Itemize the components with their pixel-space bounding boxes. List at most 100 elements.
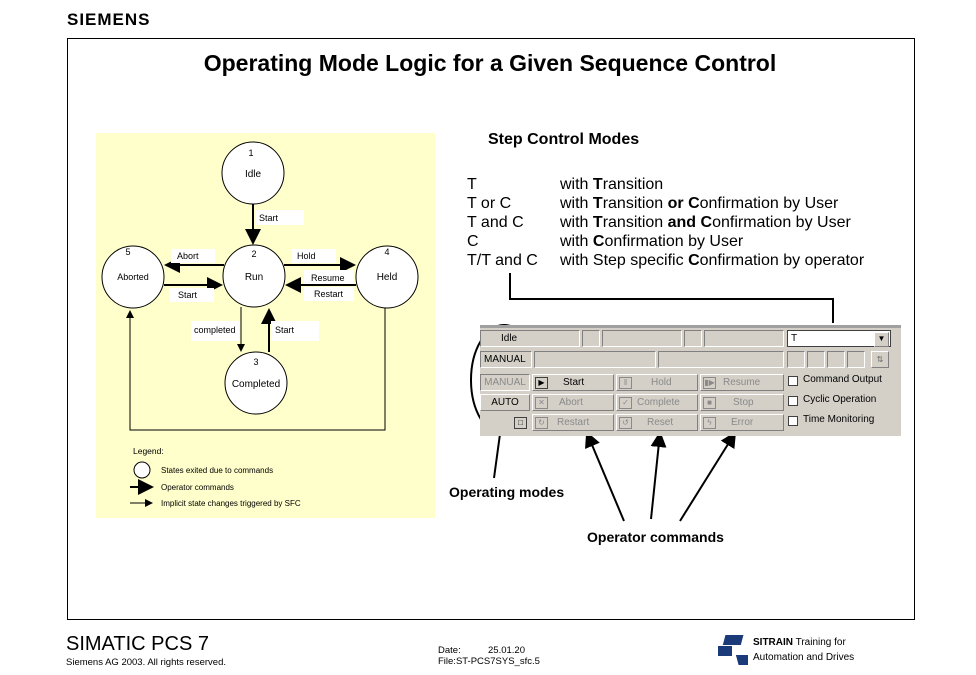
state-display-value: Idle <box>501 333 518 344</box>
auto-button[interactable]: AUTO <box>480 394 530 411</box>
mode-display-value: MANUAL <box>484 354 526 365</box>
label-bg-start-top <box>256 210 304 225</box>
state-number-idle: 1 <box>248 148 253 158</box>
siemens-logo: SIEMENS <box>67 10 151 29</box>
step-mode-description: with Step specific Confirmation by opera… <box>560 252 864 270</box>
label-bg-start-bottom <box>271 321 319 341</box>
step-mode-desc-segment: with Step specific <box>560 252 689 269</box>
step-mode-desc-segment: onfirmation by User <box>699 195 839 212</box>
command-restart: Restart <box>314 289 344 299</box>
step-mode-desc-segment: onfirmation by User <box>712 214 851 231</box>
state-circle-held <box>355 245 419 309</box>
hold-button[interactable]: ‖ Hold <box>616 374 698 391</box>
step-mode-desc-segment: with <box>560 195 593 212</box>
mode-field-cell-2 <box>534 351 656 368</box>
sort-icon[interactable]: ⇅ <box>871 351 889 368</box>
state-circle-aborted <box>101 245 165 309</box>
sfc-faceplate: Idle T ▼ MANUAL ⇅ MANUAL ▶ Start ‖ Hold … <box>480 325 901 436</box>
manual-button[interactable]: MANUAL <box>480 374 530 391</box>
step-mode-desc-segment: C <box>700 214 713 231</box>
label-bg-hold <box>292 249 336 263</box>
legend-item-states: States exited due to commands <box>161 466 273 475</box>
command-output-label: Command Output <box>803 374 882 385</box>
hold-button-label: Hold <box>651 377 672 388</box>
step-mode-desc-segment: with <box>560 176 593 193</box>
step-mode-description: with Confirmation by User <box>560 233 743 251</box>
abort-button-label: Abort <box>559 397 583 408</box>
step-mode-abbr: T/T and C <box>467 252 538 269</box>
step-mode-desc-segment: onfirmation by operator <box>699 252 865 269</box>
stop-button-label: Stop <box>733 397 754 408</box>
step-mode-desc-segment: ransition <box>602 195 668 212</box>
command-output-checkbox[interactable] <box>788 376 798 386</box>
mode-field-cell-3 <box>658 351 784 368</box>
pointer-reset <box>650 431 667 520</box>
cyclic-operation-checkbox[interactable] <box>788 396 798 406</box>
reset-button-label: Reset <box>647 417 674 428</box>
state-number-held: 4 <box>384 247 389 257</box>
step-mode-abbr: C <box>467 233 479 250</box>
time-monitoring-checkbox[interactable] <box>788 416 798 426</box>
command-start-top: Start <box>259 213 279 223</box>
complete-button-label: Complete <box>637 397 680 408</box>
step-mode-abbr: T or C <box>467 195 512 212</box>
footer-date-value: 25.01.20 <box>488 645 525 656</box>
label-bg-abort <box>171 249 215 263</box>
resume-button[interactable]: ▮▶ Resume <box>700 374 784 391</box>
step-mode-description: with Transition <box>560 176 663 194</box>
step-mode-abbr: T and C <box>467 214 524 231</box>
dropdown-arrow-icon[interactable]: ▼ <box>874 332 889 347</box>
stop-button[interactable]: ■ Stop <box>700 394 784 411</box>
state-field-cell-3 <box>602 330 682 347</box>
complete-button[interactable]: ✓ Complete <box>616 394 698 411</box>
time-monitoring-label: Time Monitoring <box>803 414 875 425</box>
command-resume: Resume <box>311 273 345 283</box>
pointer-restart <box>585 431 625 522</box>
command-start-left: Start <box>178 290 198 300</box>
command-completed: completed <box>194 325 236 335</box>
start-button[interactable]: ▶ Start <box>532 374 614 391</box>
slide-title: Operating Mode Logic for a Given Sequenc… <box>203 50 777 76</box>
state-field-cell-2 <box>582 330 600 347</box>
step-mode-desc-segment: ransition <box>602 214 668 231</box>
state-number-aborted: 5 <box>125 247 130 257</box>
step-mode-desc-segment: T <box>592 195 603 212</box>
step-mode-desc-segment: onfirmation by User <box>604 233 744 250</box>
state-field-cell-4 <box>684 330 702 347</box>
state-diagram-svg: 1 Idle 2 Run 3 Completed 4 Held 5 Aborte… <box>101 141 419 508</box>
step-mode-desc-segment: C <box>592 233 605 250</box>
reset-button[interactable]: ↺ Reset <box>616 414 698 431</box>
step-mode-desc-segment: C <box>688 195 700 212</box>
footer-brand-suffix: Training for <box>793 637 846 648</box>
step-mode-abbr: T <box>467 176 477 193</box>
slide-frame <box>67 38 915 620</box>
step-mode-desc-segment: with <box>560 214 593 231</box>
state-number-run: 2 <box>251 249 256 259</box>
small-field-1 <box>787 351 805 368</box>
lock-icon[interactable]: □ <box>514 417 527 429</box>
state-circle-run <box>222 244 286 308</box>
pointer-operating-modes <box>493 433 501 479</box>
state-name-held: Held <box>377 272 398 283</box>
arrow-held-aborted <box>126 308 386 431</box>
error-button[interactable]: ϟ Error <box>700 414 784 431</box>
state-diagram: 1 Idle 2 Run 3 Completed 4 Held 5 Aborte… <box>96 133 435 518</box>
restart-icon: ↻ <box>535 417 548 429</box>
abort-button[interactable]: ✕ Abort <box>532 394 614 411</box>
state-name-completed: Completed <box>232 379 280 390</box>
command-hold: Hold <box>297 251 316 261</box>
footer-date-label: Date: <box>438 645 461 656</box>
step-mode-desc-segment: or <box>667 195 684 212</box>
mode-select[interactable]: T ▼ <box>787 330 891 347</box>
step-mode-desc-segment: and <box>667 214 697 231</box>
footer-brand-line2: Automation and Drives <box>753 652 855 663</box>
state-name-idle: Idle <box>245 169 262 180</box>
small-field-4 <box>847 351 865 368</box>
pause-icon: ‖ <box>619 377 632 389</box>
label-bg-restart <box>304 287 354 301</box>
footer-brand: SITRAIN Training for <box>753 637 846 648</box>
abort-icon: ✕ <box>535 397 548 409</box>
mode-display-field: MANUAL <box>480 351 532 368</box>
state-circle-completed <box>224 351 288 415</box>
restart-button[interactable]: ↻ Restart <box>532 414 614 431</box>
